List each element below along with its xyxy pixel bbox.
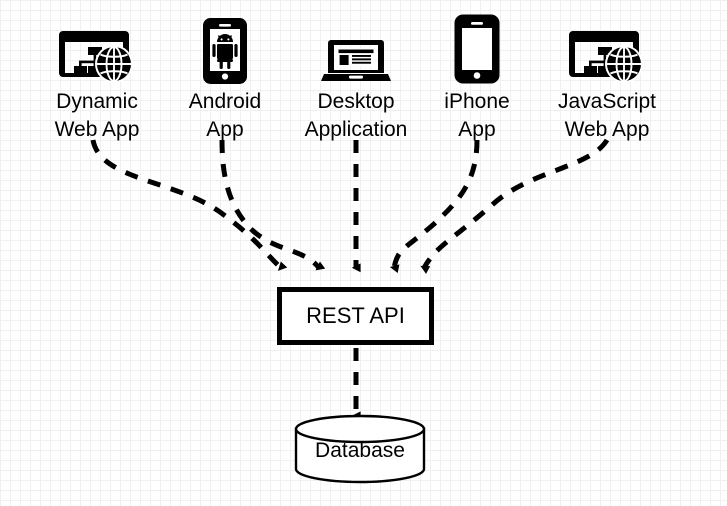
android-robot-icon [212, 34, 238, 69]
database-cylinder[interactable] [294, 414, 426, 484]
client-node-dynamic-web-app[interactable]: Dynamic Web App [42, 28, 152, 144]
browser-globe-icon [569, 31, 643, 83]
client-node-desktop-application[interactable]: Desktop Application [286, 38, 426, 144]
client-node-javascript-web-app[interactable]: JavaScript Web App [545, 28, 669, 144]
client-label-android-app: Android App [188, 90, 262, 141]
client-label-desktop-application: Desktop Application [304, 90, 408, 141]
iphone-icon [454, 14, 500, 84]
rest-api-label: REST API [306, 303, 405, 328]
android-phone-icon [203, 18, 247, 84]
client-node-android-app[interactable]: Android App [176, 18, 274, 144]
connector-javascript-web-app [420, 138, 610, 274]
client-label-iphone-app: iPhone App [444, 90, 510, 141]
client-node-iphone-app[interactable]: iPhone App [432, 14, 522, 144]
globe-icon [95, 45, 133, 83]
globe-icon [605, 45, 643, 83]
connector-android-app [219, 139, 326, 271]
browser-globe-icon [59, 31, 133, 83]
connector-iphone-app [389, 139, 480, 274]
database-label: Database [315, 439, 405, 462]
client-label-dynamic-web-app: Dynamic Web App [54, 90, 140, 141]
rest-api-box[interactable] [277, 287, 434, 345]
client-label-javascript-web-app: JavaScript Web App [557, 90, 657, 141]
laptop-icon [321, 40, 391, 81]
connector-dynamic-web-app [90, 139, 288, 271]
